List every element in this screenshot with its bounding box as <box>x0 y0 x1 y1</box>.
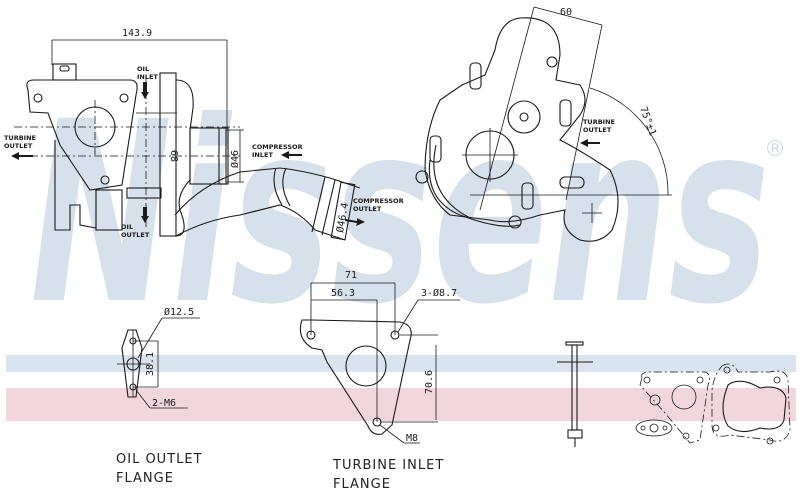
label-compressor-inlet-1: COMPRESSOR <box>252 143 303 151</box>
turbine-outlet-arrow-icon <box>11 152 33 160</box>
turbine-inlet-flange: 71 56.3 3-Ø8.7 70.6 M8 TURBINE INLET FLA… <box>299 270 460 492</box>
dim-turbine-height: 70.6 <box>424 370 435 394</box>
caption-turbine-inlet-flange-2: FLANGE <box>333 477 391 492</box>
compressor-outlet-arrow-icon <box>345 218 365 226</box>
oil-pipe <box>557 341 593 447</box>
label-oil-outlet-1: OIL <box>121 223 133 231</box>
label-turbine-outlet-1: TURBINE <box>4 134 36 142</box>
label-oil-outlet-2: OUTLET <box>121 231 150 239</box>
label-turbine-outlet-2: OUTLET <box>4 142 33 150</box>
dim-oil-hole-dia: Ø12.5 <box>164 306 194 318</box>
dim-compressor-inlet-dia: Ø46 <box>229 150 241 168</box>
dim-overall-length: 143.9 <box>122 28 152 39</box>
dim-oil-bolts: 2-M6 <box>152 398 176 409</box>
dim-side-width: 60 <box>560 7 572 18</box>
accessories <box>557 341 791 447</box>
watermark-brand: Nissens <box>30 68 770 359</box>
dim-turbine-width-outer: 71 <box>345 270 357 281</box>
watermark-band-blue <box>6 355 796 372</box>
label-side-turbine-outlet-1: TURBINE <box>583 118 615 126</box>
side-turbine-outlet-arrow-icon <box>580 139 600 147</box>
label-oil-inlet-1: OIL <box>137 65 149 73</box>
dim-center: 68 <box>168 150 179 162</box>
dim-turbine-width-inner: 56.3 <box>331 288 355 299</box>
registered-mark: ® <box>764 137 786 162</box>
label-compressor-outlet-2: OUTLET <box>353 205 382 213</box>
compressor-inlet-arrow-icon <box>281 151 302 159</box>
dim-turbine-holes: 3-Ø8.7 <box>421 287 457 299</box>
caption-turbine-inlet-flange-1: TURBINE INLET <box>332 458 444 473</box>
caption-oil-outlet-flange-1: OIL OUTLET <box>116 452 203 467</box>
oil-inlet-arrow-icon <box>141 82 149 99</box>
label-compressor-outlet-1: COMPRESSOR <box>353 197 404 205</box>
dim-turbine-thread: M8 <box>406 433 418 444</box>
label-oil-inlet-2: INLET <box>137 73 158 81</box>
turbine-outlet-gasket <box>711 363 791 445</box>
oil-outlet-flange: Ø12.5 38.1 2-M6 OIL OUTLET FLANGE <box>116 306 203 486</box>
turbine-inlet-gasket <box>635 371 710 444</box>
main-view: 143.9 68 Ø46 Ø46.4 OIL INLET <box>4 28 404 241</box>
oil-outlet-arrow-icon <box>141 207 149 223</box>
label-side-turbine-outlet-2: OUTLET <box>583 126 612 134</box>
caption-oil-outlet-flange-2: FLANGE <box>116 471 174 486</box>
watermark-band-pink <box>6 388 796 421</box>
label-compressor-inlet-2: INLET <box>252 151 273 159</box>
dim-oil-hole-spacing: 38.1 <box>145 352 156 376</box>
dim-compressor-outlet-dia: Ø46.4 <box>334 202 351 234</box>
